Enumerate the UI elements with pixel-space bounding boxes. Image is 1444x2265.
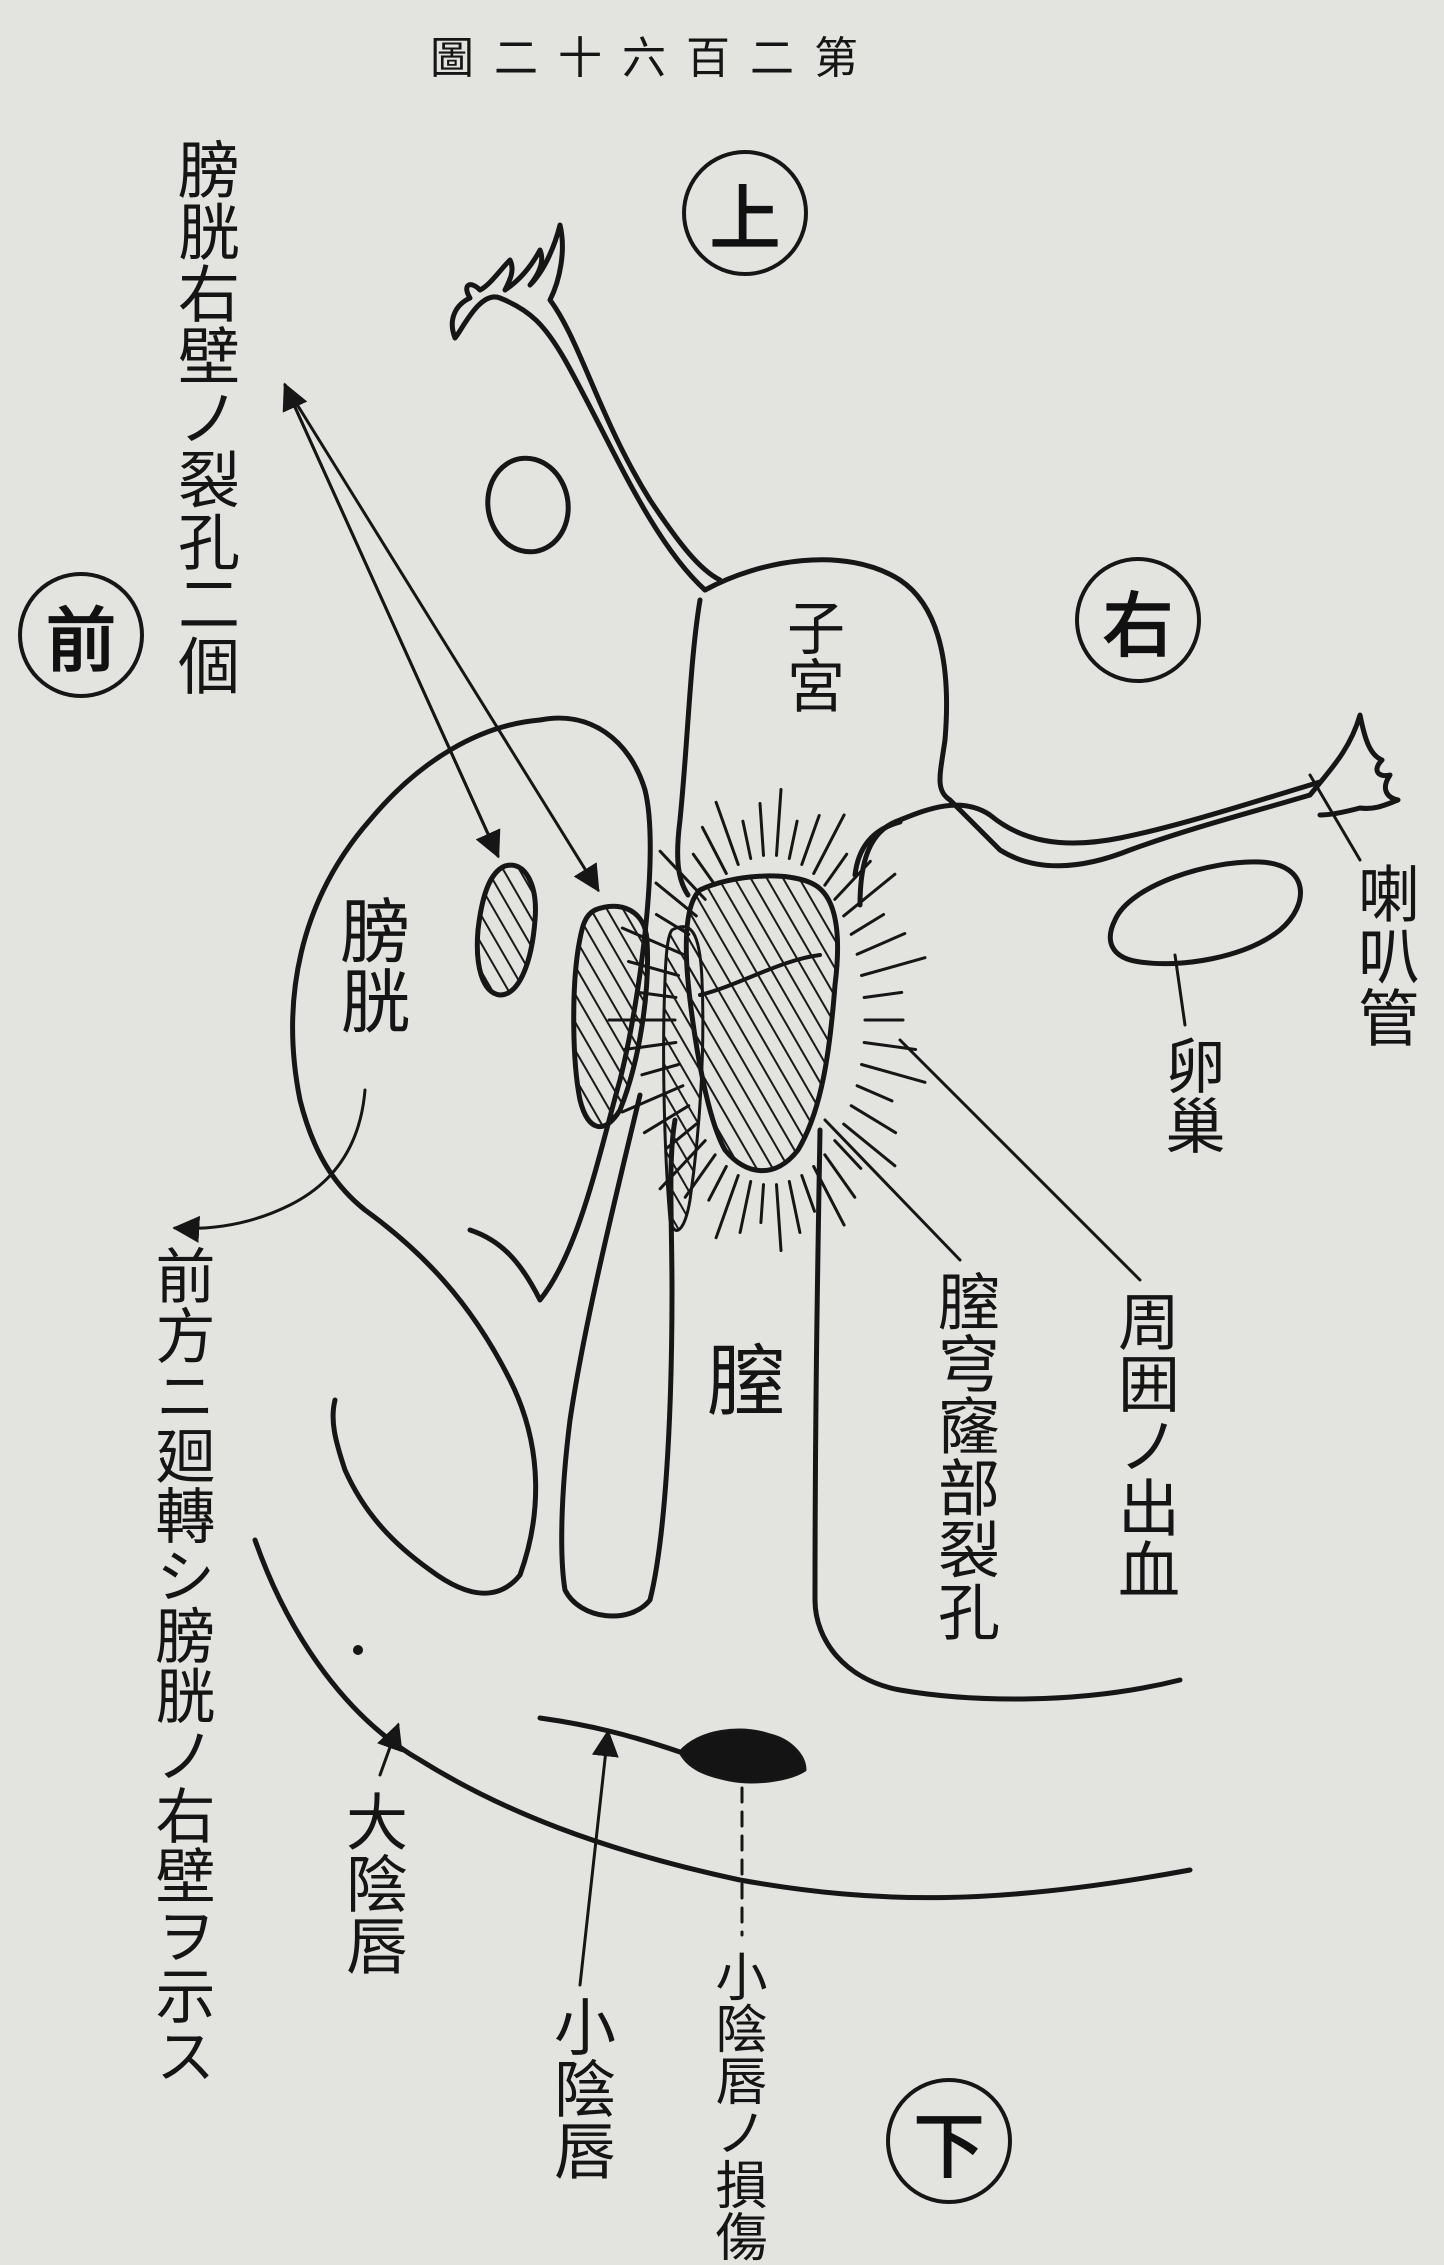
label-fallopian-tube: 喇叭管 <box>1352 862 1414 1048</box>
direction-right: 右 <box>1075 557 1201 683</box>
hemorrhage-spike <box>851 915 883 935</box>
left-fallopian-tube <box>500 298 705 590</box>
arrow-front-rotation <box>175 1090 365 1228</box>
hemorrhage-spike <box>709 1167 727 1201</box>
right-ovary <box>1110 862 1300 964</box>
hemorrhage-spike <box>760 804 764 856</box>
label-ovary: 卵巢 <box>1160 1035 1220 1155</box>
hemorrhage-spike <box>825 1155 855 1198</box>
vagina-outline <box>562 1095 1180 1699</box>
label-bladder-rotated-note: 前方ニ廻轉シ膀胱ノ右壁ヲ示ス <box>150 1245 210 2085</box>
hemorrhage-spike <box>716 802 738 864</box>
arrow-bladder-top <box>285 385 498 856</box>
hemorrhage-spike <box>802 816 819 865</box>
labia-minora-injury-mark <box>680 1730 805 1782</box>
hemorrhage-spike <box>857 1086 892 1101</box>
hemorrhage-spike <box>740 1182 751 1233</box>
hemorrhage-spike <box>802 1176 815 1212</box>
bladder-tear-1 <box>477 865 535 995</box>
hemorrhage-spike <box>789 821 797 858</box>
leader-vault-tear <box>825 1120 960 1260</box>
hemorrhage-spike <box>716 1176 738 1238</box>
uterus-outline <box>678 560 1320 905</box>
landmark-dot <box>353 1645 363 1655</box>
label-labia-minora: 小陰唇 <box>548 1995 610 2181</box>
hemorrhage-spike <box>835 861 871 899</box>
hemorrhage-spike <box>789 1182 800 1233</box>
label-surrounding-hemorrhage: 周囲ノ出血 <box>1112 1290 1174 1600</box>
hemorrhage-spike <box>862 958 926 976</box>
label-bladder: 膀胱 <box>335 895 405 1035</box>
direction-bottom: 下 <box>886 2078 1012 2204</box>
hemorrhage-spike <box>825 854 847 885</box>
direction-front: 前 <box>18 572 144 698</box>
hemorrhage-spike <box>857 934 905 955</box>
hemorrhage-spike <box>864 992 902 997</box>
label-bladder-right-wall-tears: 膀胱右壁ノ裂孔二個 <box>172 138 234 696</box>
leader-hemorrhage <box>900 1040 1140 1280</box>
hemorrhage-spike <box>851 1106 895 1133</box>
leader-fallopian-tube <box>1310 775 1360 860</box>
vaginal-vault-tear <box>686 876 837 1171</box>
label-labia-minora-injury: 小陰唇ノ損傷 <box>710 1950 762 2262</box>
label-vagina: 膣 <box>700 1340 778 1418</box>
hemorrhage-spike <box>702 827 726 873</box>
labia-minora-curve <box>540 1718 680 1752</box>
hemorrhage-spike <box>743 821 751 858</box>
vaginal-wall-hatch <box>664 927 703 1231</box>
hemorrhage-spike <box>777 1185 782 1251</box>
hemorrhage-spike <box>693 854 715 885</box>
bladder-tear-2 <box>574 906 648 1126</box>
direction-top: 上 <box>682 150 808 276</box>
hemorrhage-spike <box>862 1065 926 1083</box>
label-uterus: 子宮 <box>782 598 840 714</box>
hemorrhage-spike <box>761 1185 764 1223</box>
label-labia-majora: 大陰唇 <box>340 1790 402 1976</box>
left-ovary <box>480 452 575 558</box>
hemorrhage-spike <box>777 790 782 856</box>
figure-title: 第二百六十二圖 <box>430 22 878 86</box>
arrow-labia-minora <box>580 1732 608 1985</box>
label-vaginal-vault-tear: 膣穹窿部裂孔 <box>932 1270 994 1642</box>
arrow-bladder-tear-2 <box>285 385 598 890</box>
